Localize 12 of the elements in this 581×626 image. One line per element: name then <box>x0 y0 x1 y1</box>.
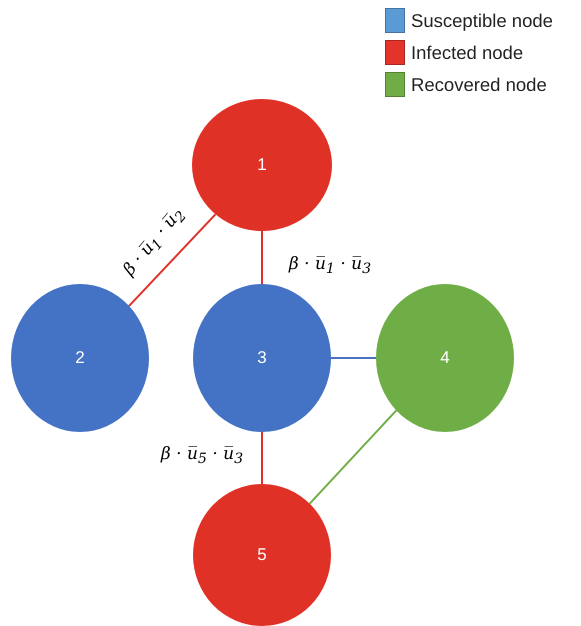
node-label: 1 <box>257 155 267 175</box>
node-label: 5 <box>257 545 267 565</box>
connector-line <box>261 231 263 284</box>
connector-line <box>128 214 216 307</box>
node-label: 2 <box>75 348 85 368</box>
legend-label: Susceptible node <box>411 10 553 32</box>
connector-line <box>331 357 376 359</box>
connector-line <box>261 432 263 484</box>
node-label: 4 <box>440 348 450 368</box>
node-label: 3 <box>257 348 267 368</box>
legend-label: Recovered node <box>411 74 547 96</box>
legend-label: Infected node <box>411 42 524 64</box>
